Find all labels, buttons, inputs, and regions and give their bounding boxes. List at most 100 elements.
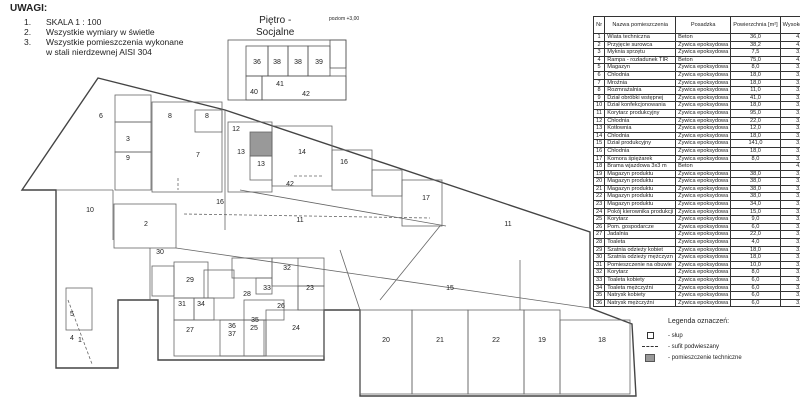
table-cell: 3,5 — [779, 245, 800, 255]
room-label: 27 — [186, 327, 194, 334]
room-label: 5 — [70, 311, 74, 318]
room-label: 31 — [178, 301, 186, 308]
table-cell: Żywica epoksydowa — [675, 276, 732, 285]
room-label: 12 — [232, 126, 240, 133]
table-cell: Żywica epoksydowa — [675, 283, 732, 293]
table-cell: Żywica epoksydowa — [675, 131, 732, 141]
room-label: 3 — [126, 136, 130, 143]
table-cell: 38,0 — [730, 192, 781, 202]
table-cell: 7 — [592, 78, 606, 88]
table-cell: Magazyn — [604, 63, 677, 72]
table-cell: Magazyn produktu — [604, 200, 677, 209]
room-numbers: 1 2 3 4 5 6 7 8 8 9 10 11 11 12 13 13 14… — [70, 59, 606, 344]
table-cell: Beton — [675, 55, 732, 65]
table-cell: 6 — [592, 70, 606, 80]
room-label: 42 — [302, 91, 310, 98]
table-cell: Żywica epoksydowa — [675, 200, 732, 209]
table-cell: Żywica epoksydowa — [675, 184, 732, 194]
table-cell: 23 — [592, 200, 606, 209]
table-cell: Szatnia odzieży kobiet — [604, 245, 677, 255]
table-cell: 3,5 — [779, 222, 800, 232]
upper-floor-title: Piętro - Socjalne — [256, 15, 295, 38]
table-cell: 3,5 — [779, 93, 800, 103]
table-cell: 7,5 — [730, 48, 781, 57]
table-header: Wysokość [m] — [779, 16, 800, 34]
table-cell: Żywica epoksydowa — [675, 86, 732, 95]
table-cell: 95,0 — [730, 108, 781, 118]
table-cell: 3,5 — [779, 116, 800, 126]
table-cell: 3,5 — [779, 63, 800, 72]
table-cell: 6,0 — [730, 298, 781, 308]
table-cell: Natrysk mężczyźni — [604, 298, 677, 308]
room-label: 42 — [286, 181, 294, 188]
table-cell: 3,5 — [779, 291, 800, 300]
table-cell: 3,5 — [779, 192, 800, 202]
table-cell: Beton — [675, 162, 732, 171]
table-cell: 26 — [592, 222, 606, 232]
table-cell: 3,5 — [779, 131, 800, 141]
table-cell: 3,5 — [779, 253, 800, 262]
table-cell: 41,0 — [730, 93, 781, 103]
table-cell: 38,2 — [730, 40, 781, 50]
room-label: 17 — [422, 195, 430, 202]
table-cell: 27 — [592, 230, 606, 240]
table-cell: 9 — [592, 93, 606, 103]
table-cell: Toaleta mężczyźni — [604, 283, 677, 293]
level-label: poziom +3,00 — [329, 16, 360, 22]
table-cell: Pokój kierownika produkcji — [604, 207, 677, 217]
table-cell: Pomieszczenie na obuwie — [604, 260, 677, 270]
table-cell: Beton — [675, 33, 732, 42]
table-cell: Żywica epoksydowa — [675, 169, 732, 179]
room-label: 24 — [292, 325, 300, 332]
room-label: 6 — [99, 113, 103, 120]
table-cell: 25 — [592, 215, 606, 224]
room-label: 20 — [382, 337, 390, 344]
table-header: Nr — [592, 16, 606, 34]
table-cell: 3,5 — [779, 86, 800, 95]
table-cell: 32 — [592, 268, 606, 277]
table-cell: 30 — [592, 253, 606, 262]
table-cell: Chłodnia — [604, 70, 677, 80]
table-cell: 8,0 — [730, 63, 781, 72]
table-cell: Żywica epoksydowa — [675, 146, 732, 156]
room-label: 41 — [276, 81, 284, 88]
inner-walls — [56, 94, 631, 395]
table-cell: Pom. gospodarcze — [604, 222, 677, 232]
table-cell: 16 — [592, 146, 606, 156]
table-cell: 18,0 — [730, 70, 781, 80]
table-cell: 3,5 — [779, 101, 800, 110]
room-label: 21 — [436, 337, 444, 344]
table-cell: Żywica epoksydowa — [675, 207, 732, 217]
table-cell: 35 — [592, 291, 606, 300]
table-cell: 15,0 — [730, 207, 781, 217]
table-cell: 6,0 — [730, 276, 781, 285]
table-cell: Chłodnia — [604, 131, 677, 141]
table-cell: 6,0 — [730, 291, 781, 300]
table-cell: Żywica epoksydowa — [675, 298, 732, 308]
legend: Legenda oznaczeń: - słup - sufit podwies… — [640, 318, 742, 363]
table-cell: Magazyn produktu — [604, 177, 677, 186]
room-label: 10 — [86, 207, 94, 214]
table-cell: 10,0 — [730, 260, 781, 270]
table-cell: 3,5 — [779, 169, 800, 179]
table-cell: Dział obróbki wstępnej — [604, 93, 677, 103]
room-label: 16 — [340, 159, 348, 166]
table-cell: 11 — [592, 108, 606, 118]
table-cell: 12,0 — [730, 124, 781, 133]
table-cell: 3,5 — [779, 298, 800, 308]
room-label: 2 — [144, 221, 148, 228]
table-cell: Żywica epoksydowa — [675, 192, 732, 202]
table-cell: Żywica epoksydowa — [675, 245, 732, 255]
